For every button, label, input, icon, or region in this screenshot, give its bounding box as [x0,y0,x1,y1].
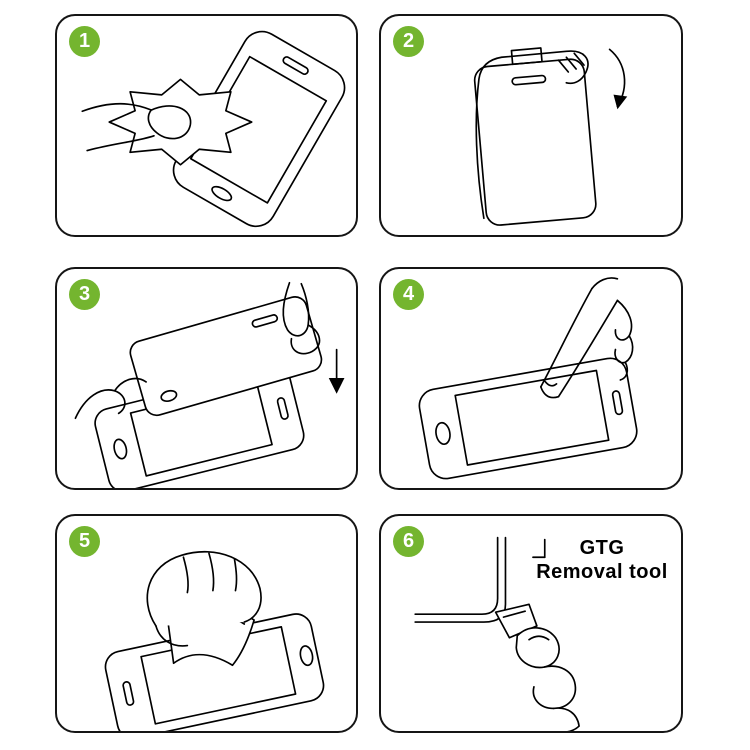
step-5-badge: 5 [69,526,100,557]
removal-tool-label: GTG Removal tool [529,536,675,584]
smooth-out-bubbles-illustration [104,551,325,731]
step-4-number: 4 [402,283,415,305]
phone-outline [418,357,638,480]
peeling-film [475,50,589,220]
left-hand-fingers [74,377,147,420]
protector-outline [473,47,597,226]
glass-protector [129,296,323,417]
pinching-fingers [515,627,580,731]
step-panel-5: 5 [55,514,358,733]
step-panel-4: 4 [379,267,683,490]
peel-backing-film-illustration [473,47,628,226]
align-and-lower-glass-illustration [74,281,345,488]
step-3-badge: 3 [69,279,100,310]
step-panel-2: 2 [379,14,683,237]
step-5-number: 5 [78,530,91,552]
curved-down-arrow-icon [608,48,628,110]
down-arrow-icon [328,348,345,394]
step-panel-1: 1 [55,14,358,237]
step-panel-6: 6 GTG Removal tool [379,514,683,733]
removal-tool-label-line2: Removal tool [536,561,668,583]
corner-removal-tool-illustration [414,536,580,731]
step-3-number: 3 [78,283,91,305]
step-4-badge: 4 [393,279,424,310]
right-hand-fingers [282,281,321,355]
pressing-hand [539,277,634,399]
step-panel-3: 3 [55,267,358,490]
step-6-badge: 6 [393,526,424,557]
step-1-number: 1 [78,30,91,52]
removal-tool-label-line1: GTG [579,537,625,559]
screen-corner-edge [414,536,507,623]
wipe-screen-with-cloth-illustration [81,30,346,228]
hand-holding-cloth [81,102,192,152]
step-1-badge: 1 [69,26,100,57]
wiping-hand [146,551,262,647]
step-2-badge: 2 [393,26,424,57]
label-leader-line [532,538,546,559]
press-screen-center-illustration [418,277,638,480]
step-6-number: 6 [402,530,415,552]
step-2-number: 2 [402,30,415,52]
